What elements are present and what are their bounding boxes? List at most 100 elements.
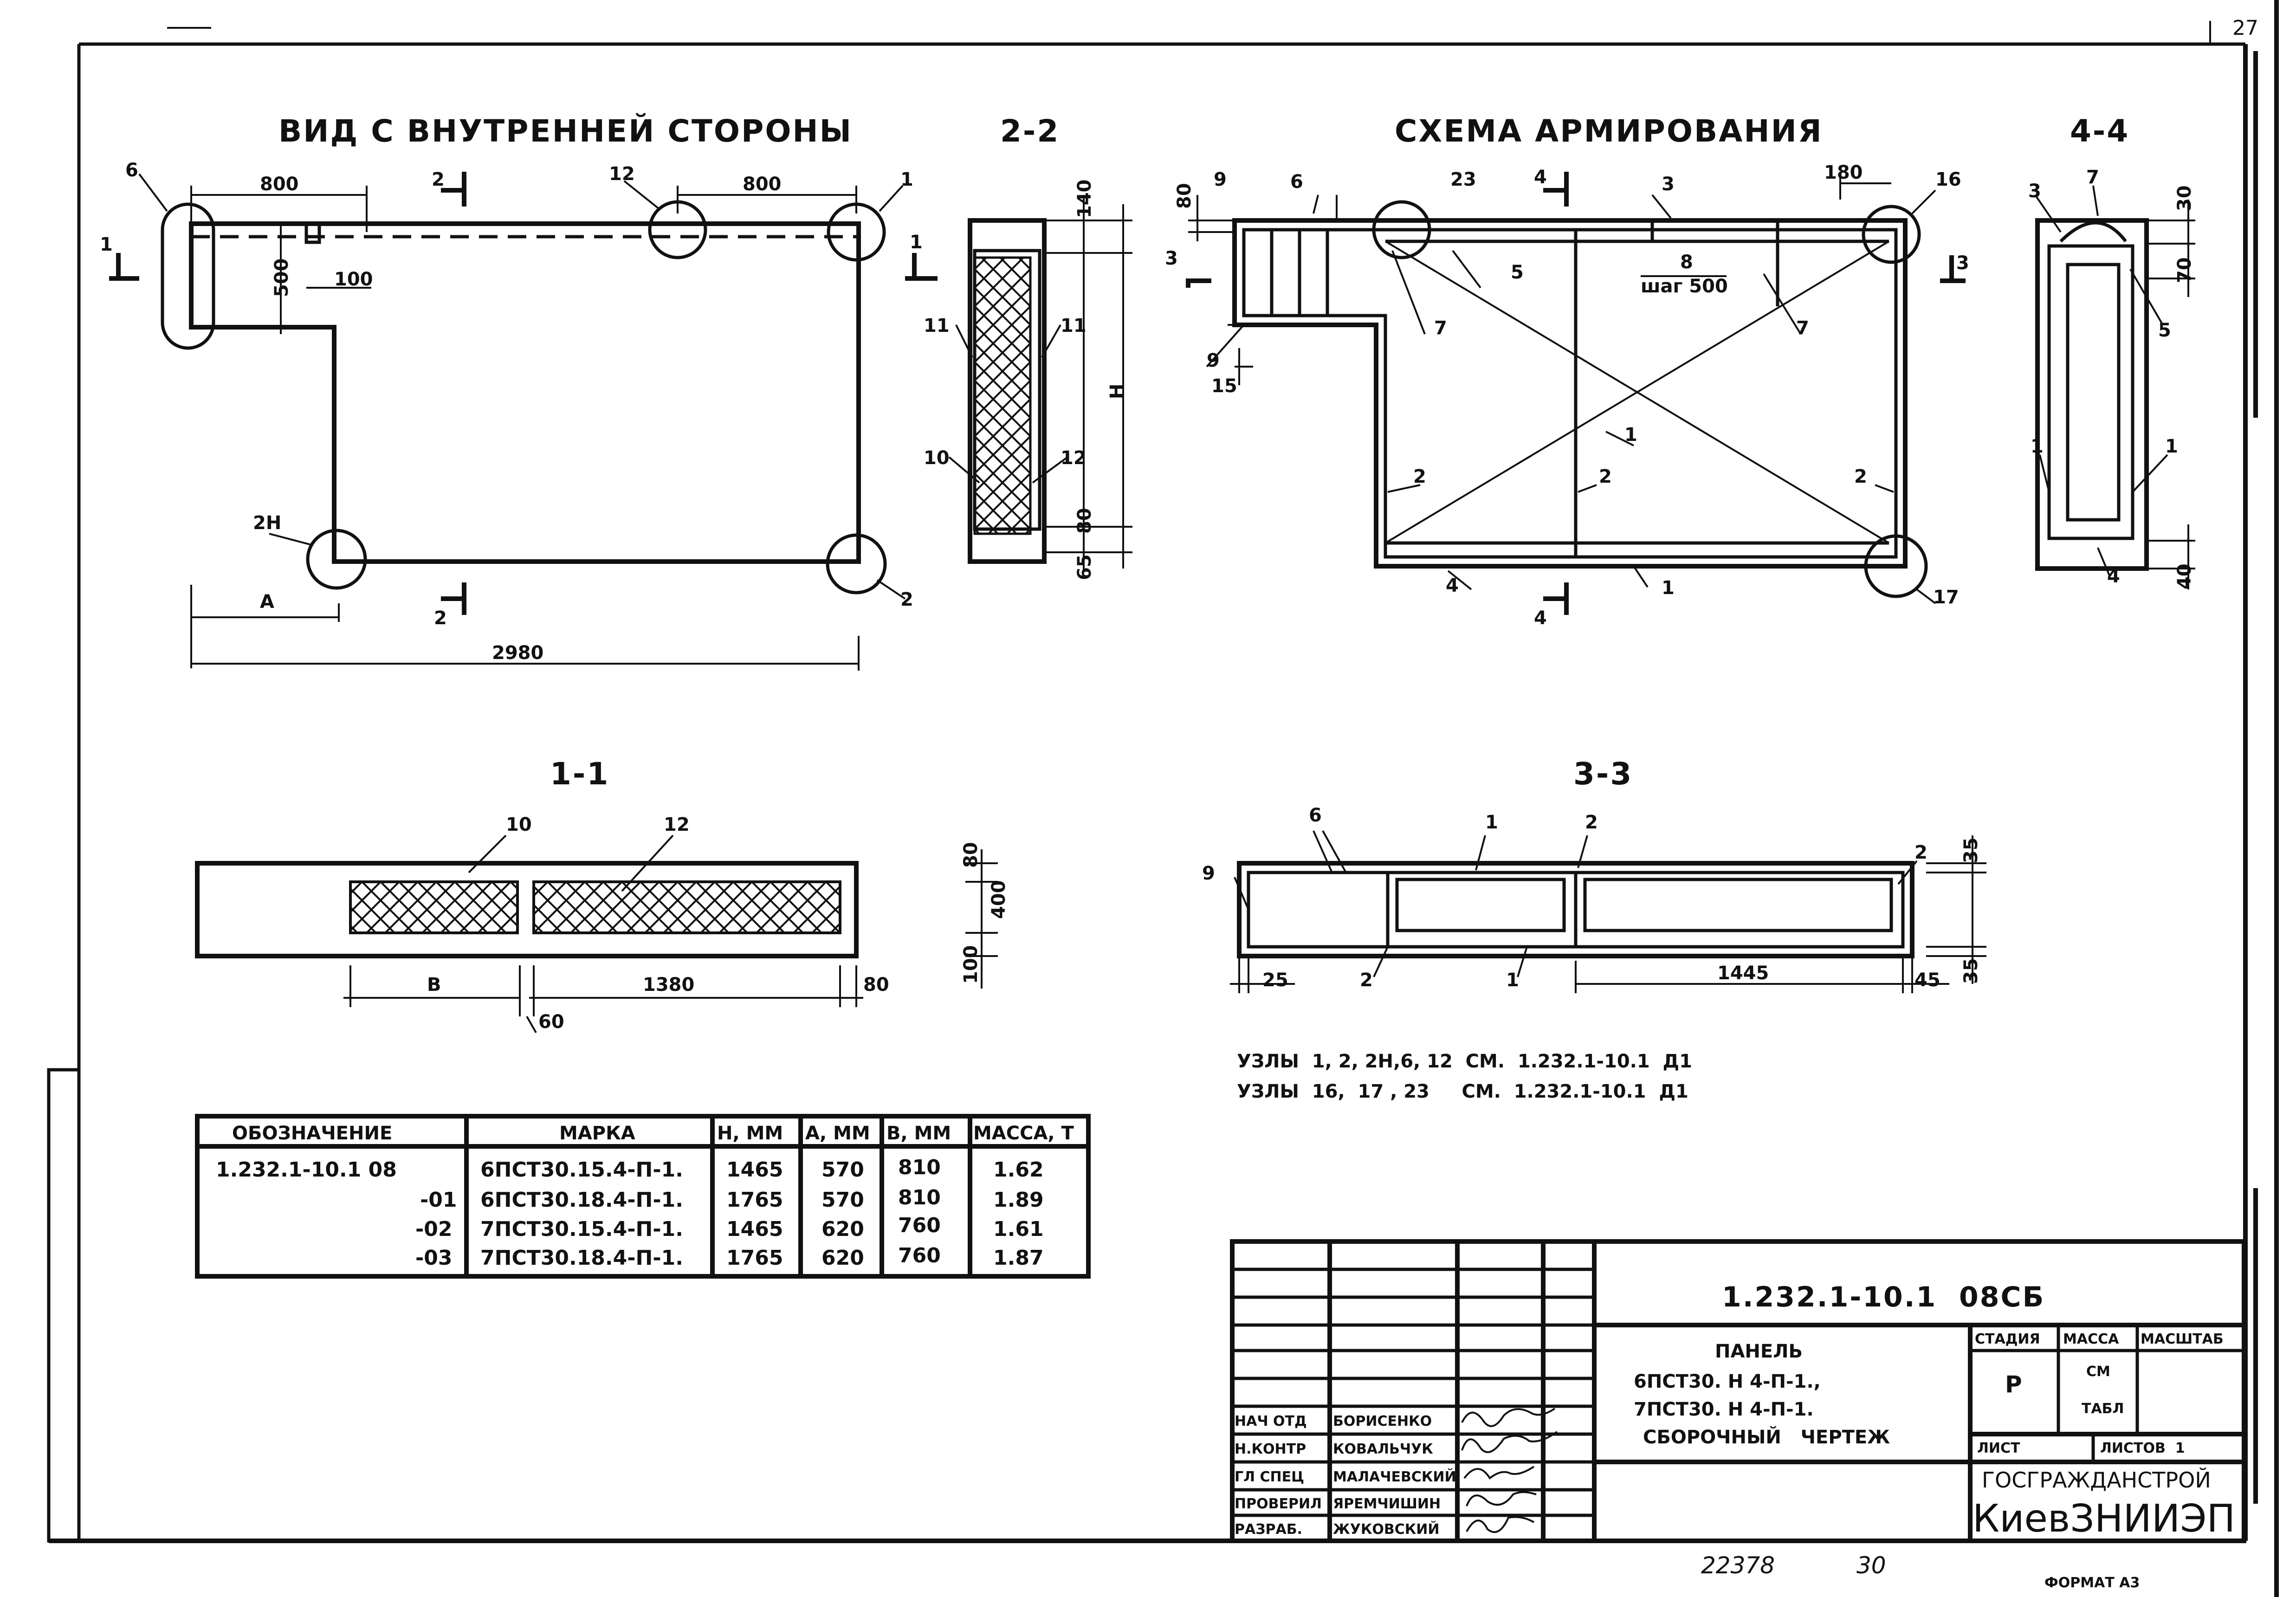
dim-1380: 1380	[643, 974, 694, 996]
staff-role: НАЧ ОТД	[1235, 1413, 1307, 1429]
mass-value-2: ТАБЛ	[2082, 1401, 2124, 1417]
section-3-3-outline	[1230, 830, 1986, 993]
callout-10: 10	[924, 447, 950, 469]
spec-cell: 1.89	[993, 1188, 1044, 1212]
dim-100-v: 100	[960, 945, 982, 984]
dim-40: 40	[2174, 563, 2195, 589]
format-label: ФОРМАТ А3	[2044, 1575, 2140, 1591]
dim-80-s22: 80	[1074, 508, 1095, 534]
spec-cell: 7ПСТ30.15.4-П-1.	[480, 1217, 683, 1241]
spec-cell: 6ПСТ30.15.4-П-1.	[480, 1158, 683, 1182]
callout-1-s33-bottom: 1	[1506, 970, 1519, 991]
title-line-4: СБОРОЧНЫЙ ЧЕРТЕЖ	[1643, 1426, 1890, 1448]
spec-cell: -03	[415, 1246, 453, 1270]
spec-header-designation: ОБОЗНАЧЕНИЕ	[232, 1123, 392, 1144]
org-bottom: КиевЗНИИЭП	[1973, 1497, 2235, 1541]
callout-23: 23	[1450, 169, 1476, 190]
title-line-3: 7ПСТ30. Н 4-П-1.	[1634, 1399, 1814, 1420]
spec-cell: 1765	[726, 1246, 783, 1270]
callout-1-s44-left: 1	[2031, 436, 2044, 457]
callout-12-s11: 12	[664, 814, 690, 835]
callout-9-left: 9	[1207, 350, 1220, 371]
spec-header-H: Н, ММ	[717, 1123, 783, 1144]
callouts-inner	[138, 173, 906, 600]
spec-header-B: В, ММ	[886, 1123, 951, 1144]
callout-16: 16	[1935, 169, 1961, 190]
callout-2-s33-right: 2	[1914, 842, 1927, 863]
dim-140: 140	[1074, 180, 1095, 219]
scale-header: МАСШТАБ	[2141, 1331, 2224, 1347]
staff-role: ГЛ СПЕЦ	[1235, 1469, 1304, 1485]
sheet-frame	[47, 0, 2279, 1597]
staff-name: ЯРЕМЧИШИН	[1333, 1496, 1441, 1512]
callout-6-s33: 6	[1309, 805, 1322, 826]
view-title-4-4: 4-4	[2070, 113, 2129, 149]
mass-header: МАССА	[2063, 1331, 2119, 1347]
callout-2-right: 2	[1854, 466, 1867, 487]
spec-cell: 620	[821, 1246, 864, 1270]
staff-name: КОВАЛЬЧУК	[1333, 1441, 1433, 1457]
callout-9-top: 9	[1214, 169, 1227, 190]
section-mark-2-top: 2	[432, 169, 445, 190]
dim-60: 60	[538, 1011, 564, 1033]
dim-A: А	[260, 591, 274, 613]
staff-name: ЖУКОВСКИЙ	[1333, 1521, 1440, 1538]
callout-11-right: 11	[1061, 315, 1087, 336]
callout-1-s33-top: 1	[1485, 812, 1498, 833]
title-line-2: 6ПСТ30. Н 4-П-1.,	[1634, 1371, 1821, 1392]
section-markers-reinforcement	[1186, 172, 1966, 615]
nodes-note-1: УЗЛЫ 1, 2, 2Н,6, 12 СМ. 1.232.1-10.1 Д1	[1237, 1051, 1692, 1072]
section-mark-1-right: 1	[910, 232, 923, 253]
org-top: ГОСГРАЖДАНСТРОЙ	[1982, 1468, 2211, 1493]
callout-12: 12	[609, 163, 635, 185]
callout-2-mid: 2	[1599, 466, 1612, 487]
spec-cell: 620	[821, 1217, 864, 1241]
staff-name: БОРИСЕНКО	[1333, 1413, 1432, 1429]
spec-cell: 1.61	[993, 1217, 1044, 1241]
spec-cell: 1.62	[993, 1158, 1044, 1182]
callout-7-right: 7	[1796, 317, 1809, 339]
dim-180: 180	[1824, 162, 1863, 183]
spec-cell: -02	[415, 1217, 453, 1241]
dim-400: 400	[988, 880, 1009, 919]
callout-5-s44: 5	[2158, 320, 2171, 341]
callout-7-s44: 7	[2086, 167, 2099, 188]
spec-cell: 810	[898, 1156, 941, 1179]
spec-cell: 7ПСТ30.18.4-П-1.	[480, 1246, 683, 1270]
title-line-1: ПАНЕЛЬ	[1715, 1341, 1803, 1362]
callout-17: 17	[1933, 587, 1959, 608]
dim-80-v: 80	[960, 842, 982, 868]
sheets-label: ЛИСТОВ 1	[2100, 1440, 2185, 1456]
callout-1-bottom: 1	[1662, 577, 1675, 599]
dim-800-left: 800	[260, 174, 299, 195]
view-title-reinforcement: СХЕМА АРМИРОВАНИЯ	[1395, 113, 1823, 149]
dim-H: Н	[1106, 384, 1128, 399]
dim-45: 45	[1914, 970, 1940, 991]
spec-cell: 1465	[726, 1217, 783, 1241]
staff-role: ПРОВЕРИЛ	[1235, 1496, 1322, 1512]
sheet-label: ЛИСТ	[1977, 1440, 2020, 1456]
stage-header: СТАДИЯ	[1975, 1331, 2040, 1347]
section-markers-inner	[109, 172, 938, 615]
section-2-2-outline	[948, 195, 1132, 571]
callout-5: 5	[1511, 262, 1524, 283]
section-1-1-outline	[195, 834, 998, 1033]
signatures	[1461, 1408, 1558, 1533]
dim-15: 15	[1211, 375, 1237, 397]
dim-B: В	[427, 974, 441, 996]
dim-65: 65	[1074, 554, 1095, 580]
section-mark-4-bottom: 4	[1534, 608, 1547, 629]
callout-1-s44-right: 1	[2165, 436, 2178, 457]
spec-header-mass: МАССА, Т	[973, 1123, 1074, 1144]
callout-11-left: 11	[924, 315, 950, 336]
callout-2-s33-top: 2	[1585, 812, 1598, 833]
stage-value: Р	[2005, 1371, 2022, 1398]
section-mark-3-left: 3	[1165, 248, 1178, 269]
spec-cell: 1.232.1-10.1 08	[216, 1158, 397, 1182]
callout-7-left: 7	[1434, 317, 1447, 339]
callout-6-arm: 6	[1290, 171, 1303, 193]
callout-3-s44: 3	[2028, 181, 2041, 202]
dim-step: шаг 500	[1641, 276, 1728, 297]
dim-2980: 2980	[492, 642, 543, 664]
spec-header-mark: МАРКА	[559, 1123, 635, 1144]
